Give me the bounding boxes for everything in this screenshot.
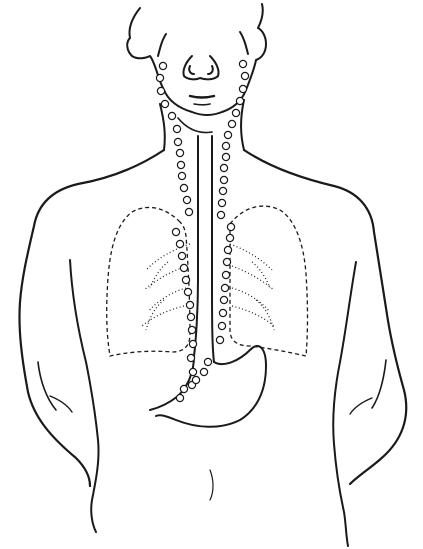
lymph-node-right-mediastinal-1 <box>227 223 234 230</box>
lymph-node-right-neck-14 <box>217 211 224 218</box>
esophagus <box>194 136 214 362</box>
lymph-node-cardia-3 <box>192 376 199 383</box>
lymph-node-right-neck-12 <box>219 187 226 194</box>
lymph-node-left-mediastinal-2 <box>176 240 183 247</box>
lymph-node-left-mediastinal-7 <box>186 301 193 308</box>
lymph-node-right-neck-5 <box>232 109 239 116</box>
lymph-node-right-mediastinal-4 <box>223 258 230 265</box>
lymph-node-right-mediastinal-8 <box>219 309 226 316</box>
lymph-node-left-neck-3 <box>157 87 164 94</box>
lymph-node-left-neck-12 <box>183 196 190 203</box>
face-features <box>183 56 218 105</box>
lymph-node-left-neck-8 <box>176 149 183 156</box>
lymph-node-right-neck-3 <box>239 85 246 92</box>
lymph-node-right-neck-9 <box>222 153 229 160</box>
lymph-node-right-neck-10 <box>220 164 227 171</box>
lymph-node-left-mediastinal-6 <box>184 288 191 295</box>
lymph-node-left-mediastinal-1 <box>172 228 179 235</box>
lymph-node-left-mediastinal-5 <box>182 276 189 283</box>
lymph-node-cardia-2 <box>180 385 187 392</box>
lymph-node-left-neck-2 <box>156 74 163 81</box>
lymph-node-cardia-5 <box>204 358 211 365</box>
lymph-node-left-neck-10 <box>178 172 185 179</box>
lymph-node-left-mediastinal-10 <box>189 340 196 347</box>
lymph-node-right-mediastinal-9 <box>218 322 225 329</box>
lymph-node-right-neck-4 <box>236 97 243 104</box>
lymph-node-right-mediastinal-10 <box>216 336 223 343</box>
lymph-node-right-neck-1 <box>239 60 246 67</box>
lymph-node-right-neck-7 <box>224 131 231 138</box>
lymph-node-right-mediastinal-3 <box>224 246 231 253</box>
lymph-node-left-mediastinal-12 <box>189 368 196 375</box>
lymph-node-left-neck-11 <box>180 184 187 191</box>
lymph-node-left-mediastinal-11 <box>187 354 194 361</box>
lymph-node-cardia-1 <box>176 394 183 401</box>
lymph-node-left-neck-1 <box>159 62 166 69</box>
lymph-node-right-mediastinal-6 <box>221 284 228 291</box>
lymph-node-left-mediastinal-3 <box>178 252 185 259</box>
lymph-node-right-neck-13 <box>218 199 225 206</box>
bronchial-tree-right <box>230 244 274 330</box>
lymph-node-left-neck-4 <box>161 100 168 107</box>
lymph-node-left-neck-13 <box>185 208 192 215</box>
lymph-node-right-mediastinal-2 <box>226 234 233 241</box>
right-lung <box>230 206 308 356</box>
lymph-node-right-mediastinal-5 <box>222 271 229 278</box>
lymph-node-left-neck-6 <box>173 125 180 132</box>
lymph-node-left-neck-7 <box>174 138 181 145</box>
lymph-node-left-mediastinal-8 <box>187 313 194 320</box>
lymph-node-right-neck-2 <box>241 72 248 79</box>
lymph-node-left-neck-9 <box>177 161 184 168</box>
lymph-node-left-mediastinal-9 <box>188 326 195 333</box>
lymph-node-right-neck-11 <box>220 176 227 183</box>
lymph-node-left-neck-5 <box>168 112 175 119</box>
lymph-node-right-neck-6 <box>228 120 235 127</box>
lymph-node-right-neck-8 <box>222 142 229 149</box>
lymph-node-group <box>156 60 248 401</box>
lymph-node-left-mediastinal-4 <box>180 264 187 271</box>
lymph-node-cardia-4 <box>200 368 207 375</box>
lymph-node-right-mediastinal-7 <box>220 296 227 303</box>
